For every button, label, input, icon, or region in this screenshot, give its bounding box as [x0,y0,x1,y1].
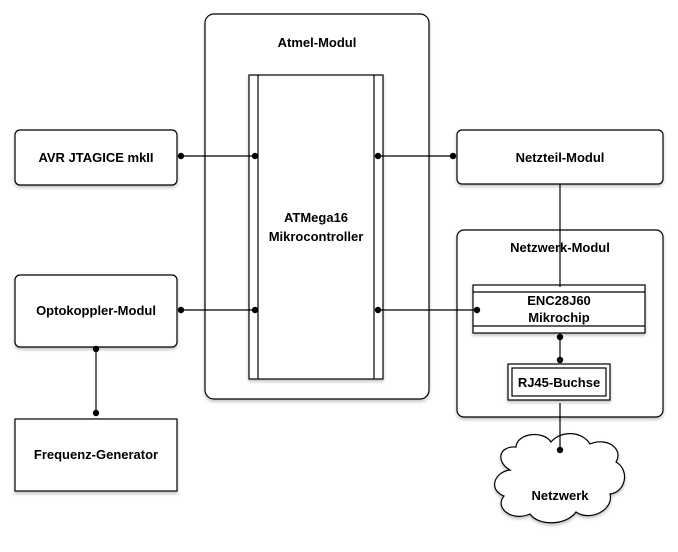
optokoppler-box: Optokoppler-Modul [14,274,178,348]
netzwerk-label: Netzwerk [531,488,589,503]
atmega16-label-line2: Mikrocontroller [269,229,364,244]
enc28j60-label-line1: ENC28J60 [527,293,591,308]
optokoppler-label: Optokoppler-Modul [36,303,156,318]
netzwerk-cloud: Netzwerk [494,433,626,524]
enc28j60-label-line2: Mikrochip [528,310,589,325]
connector-lines [95,155,561,450]
frequenz-generator-label: Frequenz-Generator [34,447,158,462]
netzteil-box: Netzteil-Modul [456,129,664,185]
atmel-modul-label: Atmel-Modul [278,35,357,50]
rj45-buchse-box: RJ45-Buchse [507,363,611,401]
rj45-buchse-label: RJ45-Buchse [518,375,600,390]
atmega16-box: ATMega16 Mikrocontroller [248,74,384,380]
atmega16-label-line1: ATMega16 [284,210,348,225]
avr-jtagice-label: AVR JTAGICE mkII [38,150,153,165]
connector-dots [92,152,564,454]
avr-jtagice-box: AVR JTAGICE mkII [14,129,178,186]
enc28j60-box: ENC28J60 Mikrochip [472,284,646,334]
netzteil-label: Netzteil-Modul [516,150,605,165]
frequenz-generator-box: Frequenz-Generator [14,418,178,492]
